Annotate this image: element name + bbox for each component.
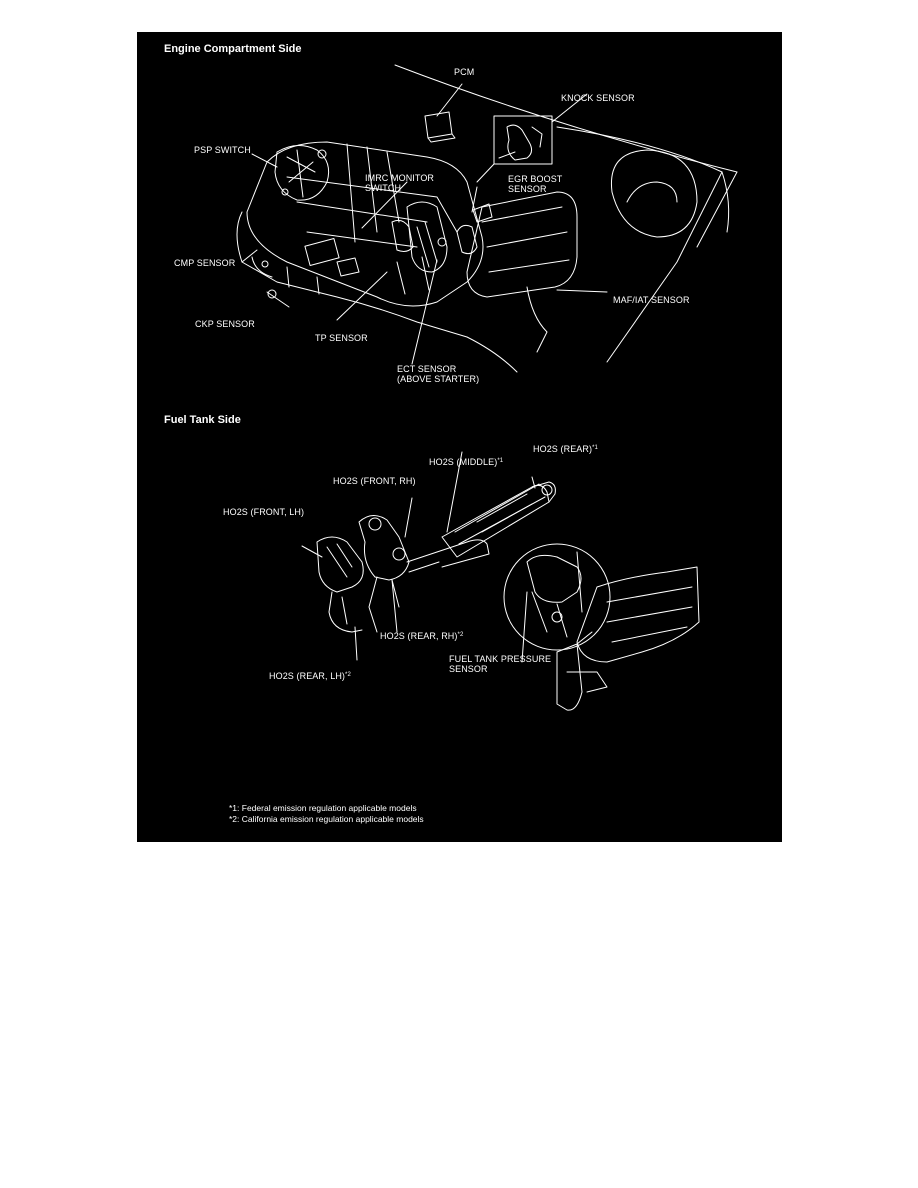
label-ho2s-rear-rh: HO2S (REAR, RH)*2 [380, 631, 464, 641]
label-imrc-monitor-switch: IMRC MONITOR SWITCH [365, 173, 435, 193]
label-ho2s-front-rh: HO2S (FRONT, RH) [333, 476, 416, 486]
label-pcm: PCM [454, 67, 475, 77]
diagram-panel: Engine Compartment Side Fuel Tank Side P… [137, 32, 782, 842]
label-ect-sensor: ECT SENSOR (ABOVE STARTER) [397, 364, 480, 384]
label-ho2s-rear: HO2S (REAR)*1 [533, 444, 598, 454]
exhaust-drawing [301, 451, 700, 711]
engine-drawing [236, 64, 738, 373]
label-ho2s-middle: HO2S (MIDDLE)*1 [429, 457, 504, 467]
sensor-location-illustration [236, 64, 738, 711]
label-fuel-tank-pressure-sensor: FUEL TANK PRESSURE SENSOR [449, 654, 552, 674]
footnote-1: *1: Federal emission regulation applicab… [229, 803, 417, 813]
fuel-section-heading: Fuel Tank Side [164, 414, 241, 426]
label-ho2s-front-lh: HO2S (FRONT, LH) [223, 507, 305, 517]
label-ho2s-rear-lh: HO2S (REAR, LH)*2 [269, 671, 351, 681]
label-ckp-sensor: CKP SENSOR [195, 319, 255, 329]
label-maf-iat-sensor: MAF/IAT SENSOR [613, 295, 690, 305]
label-psp-switch: PSP SWITCH [194, 145, 251, 155]
footnote-2: *2: California emission regulation appli… [229, 814, 424, 824]
label-knock-sensor: KNOCK SENSOR [561, 93, 635, 103]
engine-section-heading: Engine Compartment Side [164, 43, 302, 55]
label-egr-boost-sensor: EGR BOOST SENSOR [508, 174, 563, 194]
label-tp-sensor: TP SENSOR [315, 333, 368, 343]
label-cmp-sensor: CMP SENSOR [174, 258, 236, 268]
